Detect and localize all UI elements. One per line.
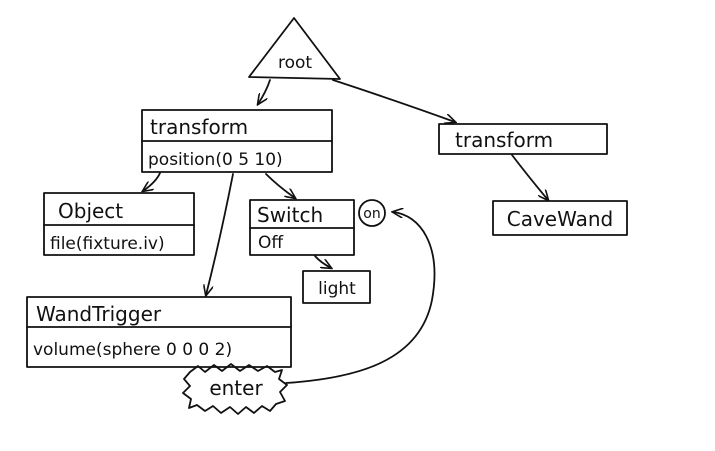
transform-left-field: position(0 5 10) <box>148 150 283 170</box>
wand-trigger-node <box>26 296 292 368</box>
object-field: file(fixture.iv) <box>50 234 165 254</box>
wand-trigger-title: WandTrigger <box>36 302 162 326</box>
edge-root-to-transform-right <box>332 79 455 122</box>
transform-left-node <box>141 109 333 173</box>
root-label: root <box>278 53 312 73</box>
cave-wand-node <box>492 200 628 236</box>
switch-field: Off <box>258 233 284 253</box>
edge-switch-to-light <box>314 255 331 268</box>
transform-right-node <box>438 123 608 155</box>
object-node <box>43 192 195 256</box>
edge-enter-to-switch-on <box>285 212 436 384</box>
transform-right-title: transform <box>455 128 553 152</box>
cave-wand-label: CaveWand <box>507 207 613 231</box>
switch-state-label: on <box>363 206 380 222</box>
light-label: light <box>318 279 356 299</box>
enter-label: enter <box>209 376 263 400</box>
switch-title: Switch <box>257 203 323 227</box>
switch-state-circle <box>358 199 386 227</box>
object-title: Object <box>58 199 123 223</box>
edge-root-to-transform-left <box>258 79 271 104</box>
enter-event-bubble <box>182 363 288 415</box>
transform-left-title: transform <box>150 115 248 139</box>
edge-transform-to-wand-trigger <box>206 173 234 295</box>
edge-transform-to-switch <box>265 173 295 198</box>
edge-transform-to-object <box>143 172 161 191</box>
edge-transform-right-to-cave-wand <box>511 154 548 200</box>
wand-trigger-field: volume(sphere 0 0 0 2) <box>33 340 232 360</box>
root-node-triangle <box>248 17 341 80</box>
light-node <box>302 270 371 304</box>
switch-node <box>249 199 355 256</box>
